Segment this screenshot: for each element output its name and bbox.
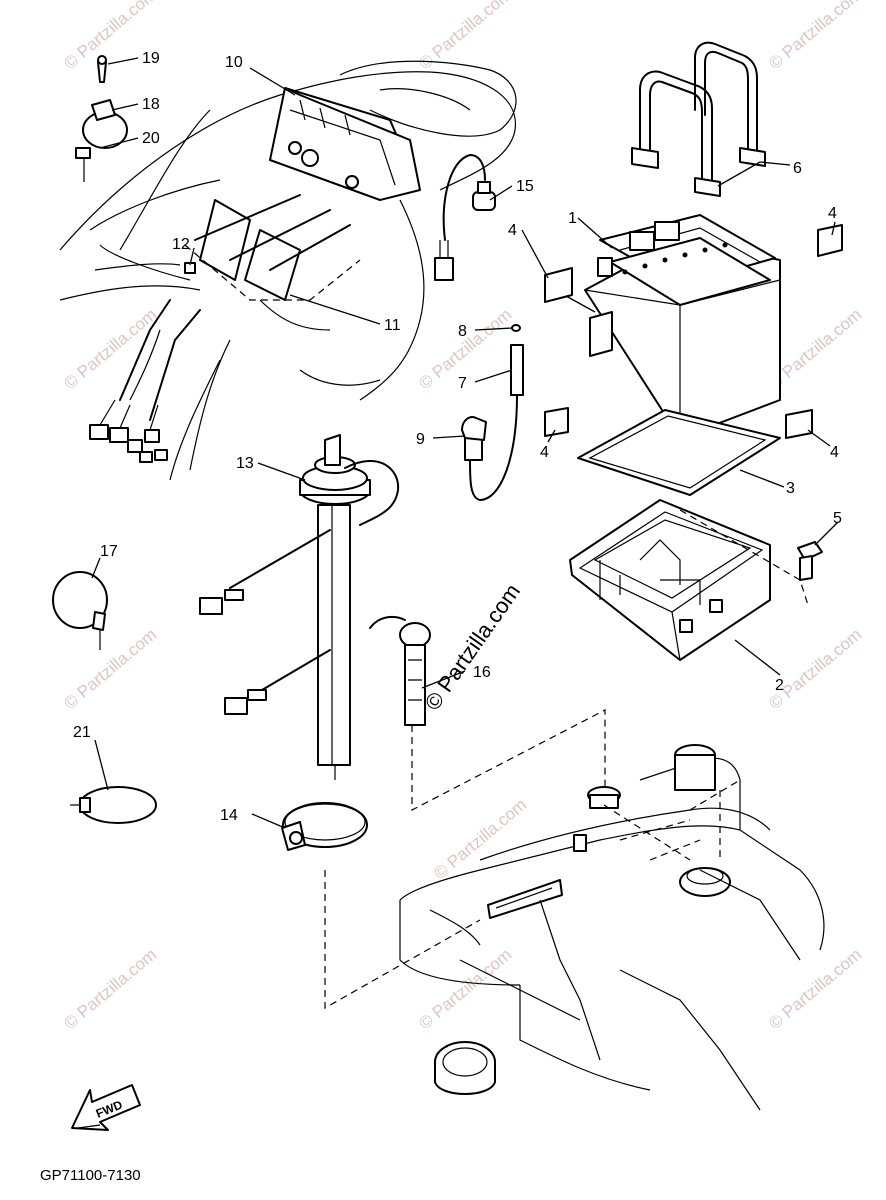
callout-12: 12: [172, 236, 190, 253]
watermark: © Partzilla.com: [60, 945, 160, 1033]
battery-pad: [577, 409, 781, 496]
callout-19: 19: [142, 50, 160, 67]
callout-9: 9: [416, 431, 425, 448]
watermark: © Partzilla.com: [765, 625, 865, 713]
callout-4c: 4: [540, 444, 549, 461]
callout-4a: 4: [508, 222, 517, 239]
callout-7: 7: [458, 375, 467, 392]
fuel-tank: [324, 744, 825, 1111]
callout-4d: 4: [830, 444, 839, 461]
watermark: © Partzilla.com: [60, 305, 160, 393]
callout-3: 3: [786, 480, 795, 497]
callout-14: 14: [220, 807, 238, 824]
hull-outline: [59, 60, 517, 481]
callout-4b: 4: [828, 205, 837, 222]
band-clip-group: [75, 55, 128, 182]
callout-6: 6: [793, 160, 802, 177]
fuel-sender: [199, 434, 400, 780]
battery-bands: [631, 41, 766, 197]
callout-8: 8: [458, 323, 467, 340]
leader-lines: [91, 57, 839, 829]
watermark: © Partzilla.com: [765, 945, 865, 1033]
callout-15: 15: [516, 178, 534, 195]
callout-13: 13: [236, 455, 254, 472]
callout-21: 21: [73, 724, 91, 741]
watermark-center: © Partzilla.com: [420, 579, 526, 715]
cable-ties: [52, 571, 157, 824]
watermark: © Partzilla.com: [415, 945, 515, 1033]
callout-18: 18: [142, 96, 160, 113]
callout-17: 17: [100, 543, 118, 560]
meter-assembly: [184, 87, 421, 301]
callout-10: 10: [225, 54, 243, 71]
hose-clamp: [281, 802, 368, 851]
callout-5: 5: [833, 510, 842, 527]
battery: [584, 214, 781, 439]
battery-box: [569, 499, 809, 661]
fuel-level-sensor: [369, 615, 606, 811]
watermark: © Partzilla.com: [765, 0, 865, 73]
breather-hose: [461, 324, 524, 501]
part-15-sensor: [434, 154, 496, 281]
callout-2: 2: [775, 677, 784, 694]
callout-11: 11: [384, 317, 401, 334]
diagram-code: GP71100-7130: [40, 1167, 141, 1184]
callout-labels: 19 18 20 10 12 11 15 1 4 4 4 4 6 8 7 9 3…: [73, 50, 842, 824]
bolt: [797, 541, 823, 581]
callout-16: 16: [473, 664, 491, 681]
fwd-arrow: FWD: [71, 1084, 141, 1131]
watermark: © Partzilla.com: [60, 625, 160, 713]
harness-connectors: [89, 299, 201, 463]
callout-1: 1: [568, 210, 577, 227]
callout-20: 20: [142, 130, 160, 147]
